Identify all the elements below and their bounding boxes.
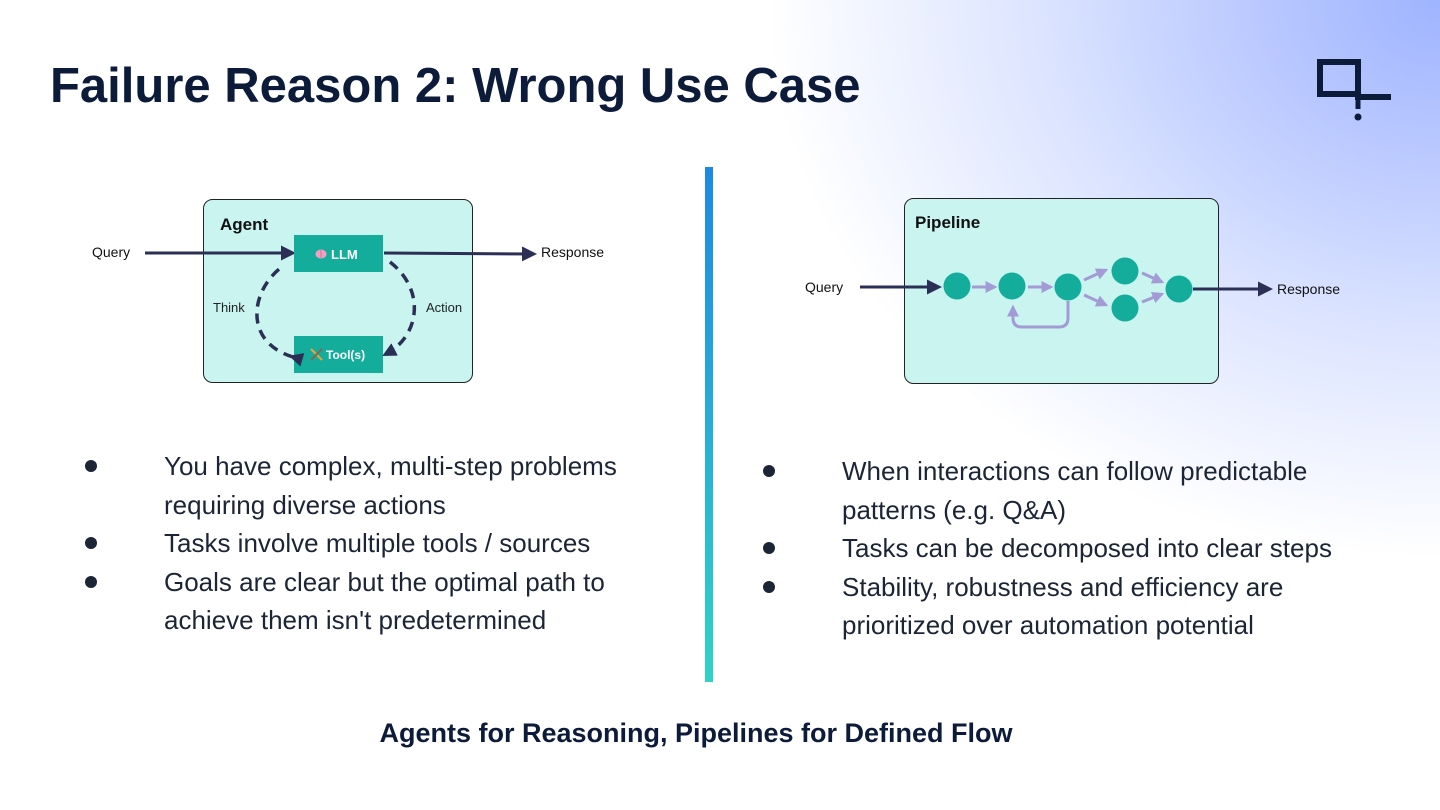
llm-node: LLM (294, 235, 383, 272)
agent-response-arrow (383, 246, 537, 262)
think-loop-arrow (255, 264, 305, 367)
brand-logo-icon (1317, 59, 1391, 121)
think-label: Think (213, 300, 245, 315)
pipeline-node (1111, 257, 1139, 285)
agent-box-label: Agent (220, 215, 269, 234)
pipeline-edge (1083, 293, 1109, 307)
pipeline-bullet-list: When interactions can follow predictable… (758, 452, 1398, 645)
pipeline-bullet-item: Stability, robustness and efficiency are… (758, 568, 1398, 645)
agent-bullet-list: You have complex, multi-step problems re… (80, 447, 660, 640)
pipeline-node (1165, 275, 1193, 303)
pipeline-edge (1141, 291, 1165, 304)
pipeline-node (998, 272, 1026, 300)
pipeline-query-label: Query (805, 279, 843, 295)
agent-query-label: Query (92, 244, 130, 260)
pipeline-edge (1141, 271, 1165, 284)
action-label: Action (426, 300, 462, 315)
pipeline-edge (1083, 268, 1109, 282)
tools-icon (310, 348, 323, 361)
pipeline-bullet-item: When interactions can follow predictable… (758, 452, 1398, 529)
action-loop-arrow (382, 260, 416, 356)
brain-icon (315, 249, 327, 259)
agent-bullet-item: You have complex, multi-step problems re… (80, 447, 660, 524)
pipeline-response-label: Response (1277, 281, 1340, 297)
column-divider (705, 167, 713, 682)
agent-diagram: Agent Query Response LLM Tool(s) Think A… (92, 199, 604, 383)
llm-label: LLM (331, 247, 358, 262)
pipeline-box-label: Pipeline (915, 213, 980, 232)
pipeline-diagram: Pipeline Query Response (805, 198, 1340, 384)
pipeline-loop-edge (1007, 301, 1070, 329)
agent-bullet-item: Goals are clear but the optimal path to … (80, 563, 660, 640)
agent-bullet-item: Tasks involve multiple tools / sources (80, 524, 660, 563)
tool-label: Tool(s) (326, 348, 365, 362)
agent-response-label: Response (541, 244, 604, 260)
pipeline-node (1111, 294, 1139, 322)
slide-title: Failure Reason 2: Wrong Use Case (50, 59, 861, 113)
pipeline-node (1054, 273, 1082, 301)
tool-node: Tool(s) (294, 336, 383, 373)
pipeline-node (943, 272, 971, 300)
agent-box (203, 199, 473, 383)
pipeline-bullet-item: Tasks can be decomposed into clear steps (758, 529, 1398, 568)
slide-tagline: Agents for Reasoning, Pipelines for Defi… (379, 718, 1013, 748)
